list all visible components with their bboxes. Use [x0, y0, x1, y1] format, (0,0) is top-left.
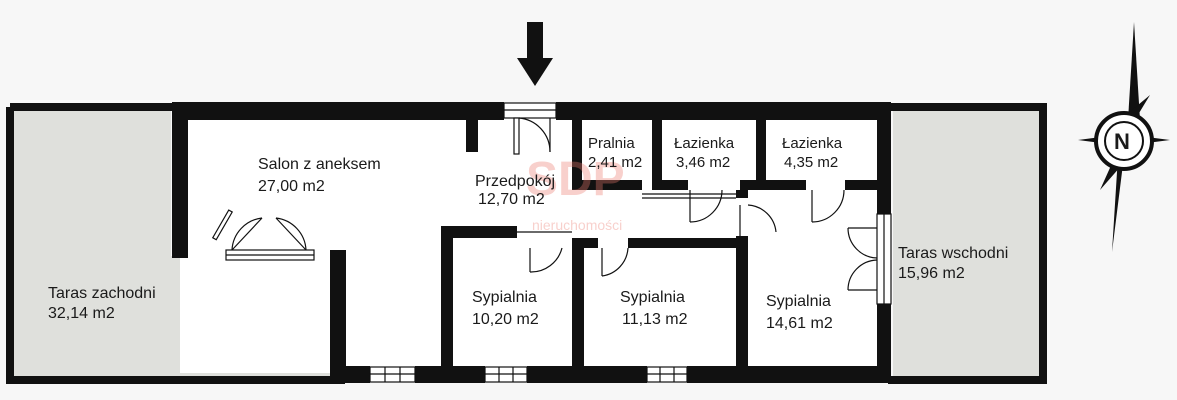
terrace-east-outline [888, 103, 1047, 384]
room-name-sypialnia-2: Sypialnia [620, 289, 685, 306]
entrance-arrow-icon [517, 22, 553, 86]
terrace-west [14, 111, 171, 377]
room-area-pralnia: 2,41 m2 [588, 154, 643, 171]
compass-icon [1078, 22, 1170, 252]
watermark-subtitle: nieruchomości [532, 217, 623, 233]
terrace-area-east: 15,96 m2 [898, 265, 965, 282]
room-area-lazienka-2: 4,35 m2 [784, 154, 839, 171]
room-area-lazienka-1: 3,46 m2 [676, 154, 731, 171]
room-name-salon: Salon z aneksem [258, 156, 381, 173]
terrace-name-east: Taras wschodni [898, 245, 1009, 262]
apartment-floor [180, 111, 885, 373]
room-area-sypialnia-1: 10,20 m2 [472, 311, 539, 328]
compass-north-label: N [1114, 129, 1130, 154]
partition-lines [517, 193, 736, 233]
room-area-sypialnia-2: 11,13 m2 [622, 311, 688, 328]
interior-walls [441, 118, 891, 376]
room-name-pralnia: Pralnia [588, 135, 635, 152]
room-name-lazienka-1: Łazienka [674, 135, 735, 152]
windows [225, 102, 892, 383]
room-name-sypialnia-1: Sypialnia [472, 289, 537, 306]
terrace-east [893, 111, 1039, 377]
room-name-sypialnia-3: Sypialnia [766, 293, 831, 310]
watermark-logo: SDP [526, 153, 625, 206]
room-name-przedpokoj: Przedpokój [475, 173, 556, 190]
room-area-salon: 27,00 m2 [258, 178, 325, 195]
room-name-lazienka-2: Łazienka [782, 135, 843, 152]
room-area-przedpokoj: 12,70 m2 [478, 191, 545, 208]
room-area-sypialnia-3: 14,61 m2 [766, 315, 833, 332]
doors [211, 117, 878, 291]
terrace-area-west: 32,14 m2 [48, 305, 115, 322]
terrace-name-west: Taras zachodni [48, 285, 156, 302]
terrace-west-outline [6, 107, 345, 384]
